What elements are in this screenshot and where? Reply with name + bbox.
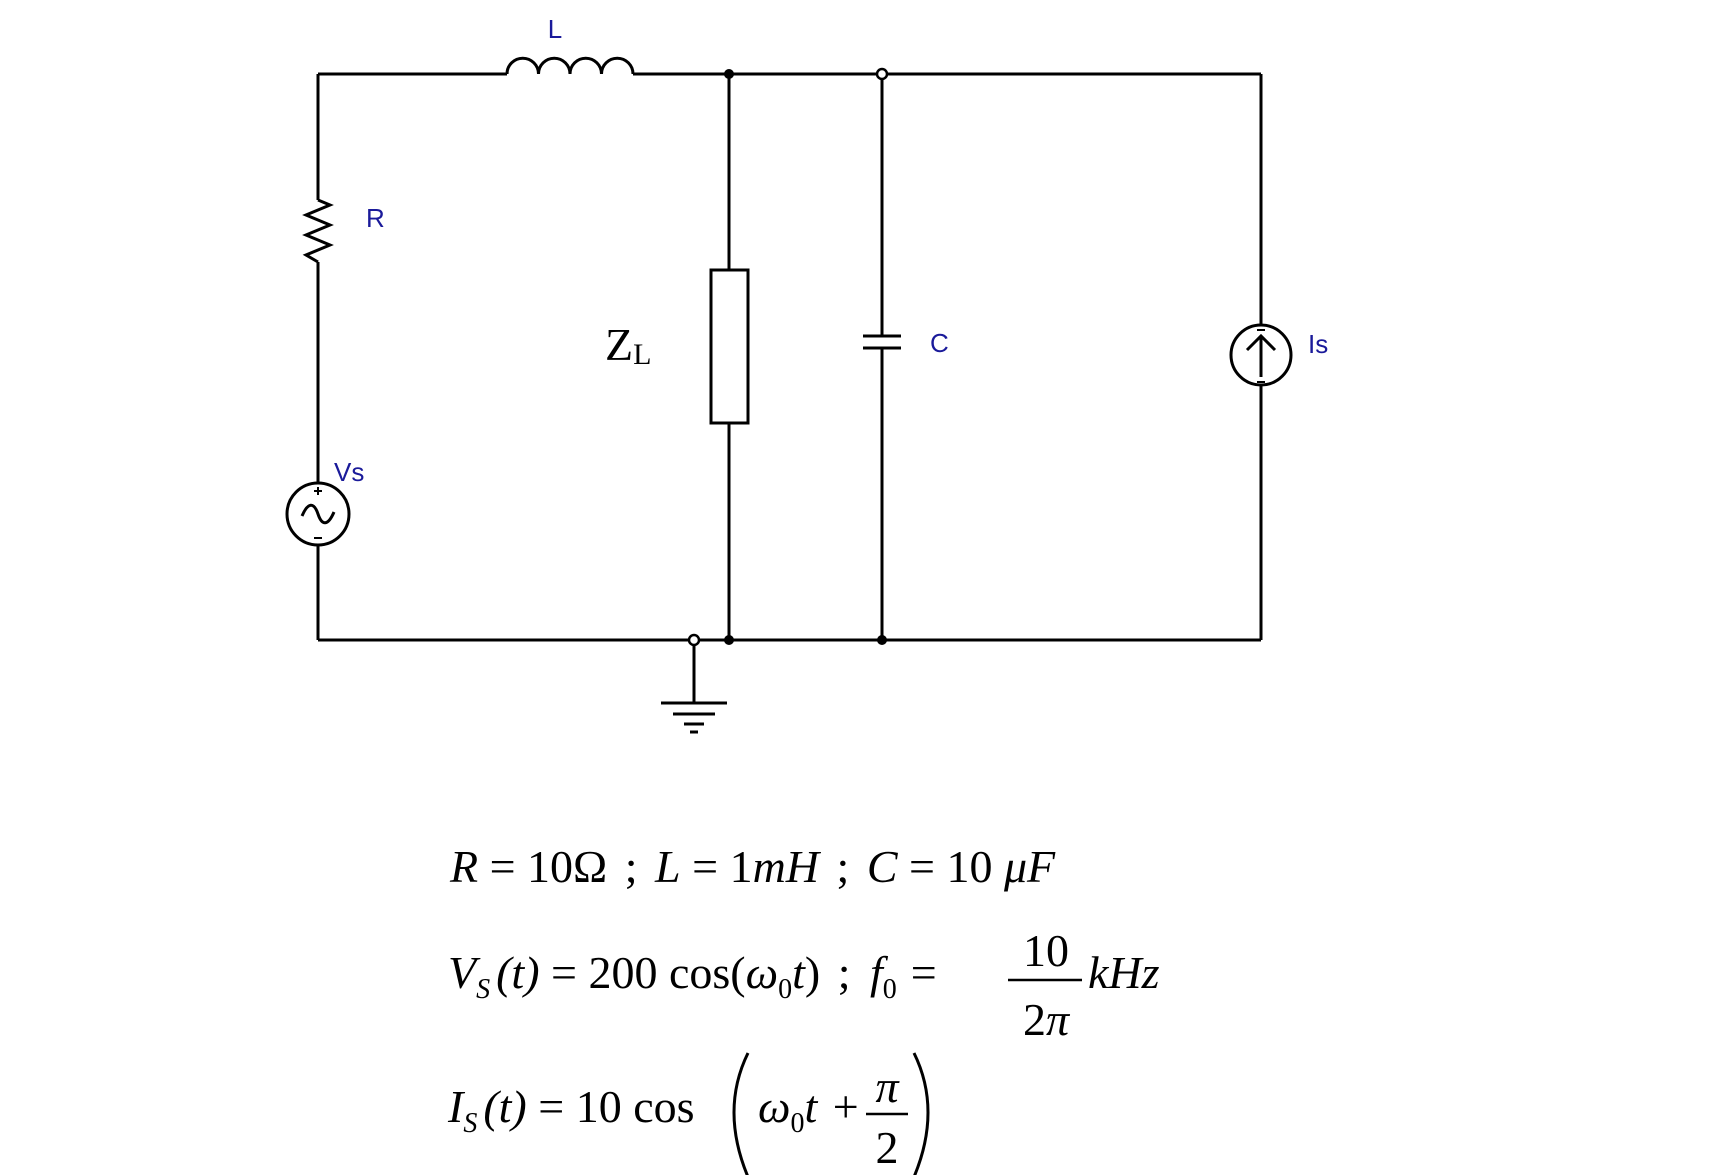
node-top-c (875, 67, 889, 81)
eq1-l-symbol: L (654, 841, 681, 892)
eq3-big-close-paren (912, 1052, 930, 1175)
eq2-omega: ω (746, 947, 778, 998)
eq1-l-unit: mH (753, 841, 822, 892)
eq2-equals: = (911, 947, 937, 998)
impedance-label-sub: L (633, 338, 651, 371)
eq1-r-symbol: R (449, 841, 478, 892)
impedance-label-main: Z (605, 319, 633, 370)
node-bottom-c (877, 635, 887, 645)
eq1-l-value: = 1 (692, 841, 752, 892)
eq2-v-subscript: S (476, 974, 490, 1005)
eq3-i-subscript: S (463, 1108, 477, 1139)
eq1-r-value: = 10Ω (490, 841, 608, 892)
inductor-label: L (548, 14, 562, 44)
eq3-fraction-denominator: 2 (876, 1122, 899, 1173)
current-source-label: Is (1308, 329, 1328, 359)
node-top-zl (724, 69, 734, 79)
eq3-rhs: = 10 cos (538, 1081, 694, 1132)
impedance-label: ZL (605, 319, 651, 371)
eq2-unit: kHz (1088, 947, 1160, 998)
eq2-close-paren: ) (805, 947, 820, 998)
eq2-rhs: = 200 cos (551, 947, 730, 998)
eq2-v-symbol: V (448, 947, 481, 998)
capacitor-label: C (930, 328, 949, 358)
eq2-fraction-numerator: 10 (1023, 925, 1069, 976)
eq3-omega-subscript: 0 (790, 1108, 804, 1139)
eq2-omega-subscript: 0 (778, 974, 792, 1005)
eq3-t: t (804, 1081, 818, 1132)
node-ground (687, 633, 701, 647)
eq2-separator: ; (838, 947, 851, 998)
ground-symbol (661, 701, 727, 734)
eq1-c-symbol: C (867, 841, 899, 892)
eq3-omega: ω (758, 1081, 790, 1132)
resistor-label: R (366, 203, 385, 233)
inductor-coil (505, 56, 635, 75)
eq3-plus: + (833, 1081, 859, 1132)
voltage-source (285, 481, 351, 547)
equation-line-2: VS(t) = 200 cos(ω0t) ; f0= (448, 947, 937, 1005)
circuit-wires (316, 72, 1263, 703)
eq2-denominator-pi: π (1046, 994, 1071, 1045)
eq3-fraction-numerator: π (875, 1061, 900, 1112)
eq1-separator-1: ; (625, 841, 638, 892)
eq1-separator-2: ; (837, 841, 850, 892)
eq1-c-value: = 10 (909, 841, 992, 892)
junction-nodes (687, 67, 889, 647)
eq3-i-symbol: I (447, 1081, 466, 1132)
equations: R = 10Ω ; L = 1mH ; C = 10 μF VS(t) = 20… (447, 841, 1160, 1175)
eq2-fraction-denominator: 2π (1023, 994, 1071, 1045)
equation-line-1: R = 10Ω ; L = 1mH ; C = 10 μF (449, 841, 1056, 892)
node-bottom-zl (724, 635, 734, 645)
eq3-big-open-paren (732, 1052, 750, 1175)
capacitor (863, 334, 901, 350)
eq3-lhs-argument: (t) (483, 1081, 526, 1132)
eq1-c-unit: μF (1003, 841, 1056, 892)
equation-line-3: IS(t) = 10 cos (447, 1081, 695, 1139)
impedance-box (709, 268, 750, 425)
eq2-lhs-argument: (t) (496, 947, 539, 998)
resistor-zigzag (302, 198, 334, 264)
eq2-t: t (792, 947, 806, 998)
eq2-f-subscript: 0 (883, 974, 897, 1005)
eq2-denominator-number: 2 (1023, 994, 1046, 1045)
eq2-open-paren: ( (730, 947, 745, 998)
current-source (1229, 323, 1293, 387)
voltage-source-label: Vs (334, 457, 364, 487)
eq3-argument: ω0t + (758, 1081, 859, 1139)
